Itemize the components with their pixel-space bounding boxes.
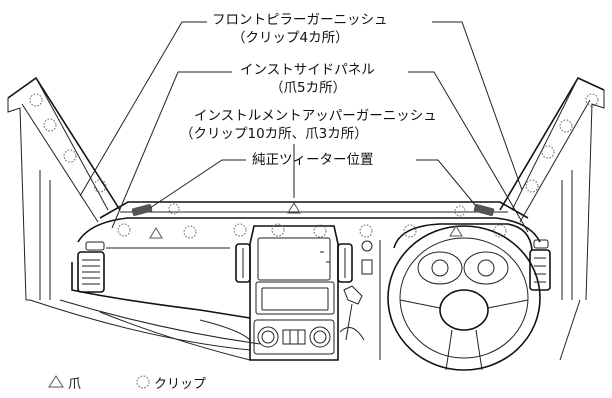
steering-wheel: [387, 223, 541, 371]
leader-lines: [79, 21, 529, 233]
claw-marker: [449, 225, 463, 237]
shift-lever: [339, 285, 365, 341]
clip-marker: [271, 223, 285, 237]
dashboard-body: [26, 240, 581, 361]
clip-marker: [313, 224, 327, 238]
clip-marker: [43, 118, 57, 132]
clip-marker: [559, 119, 573, 133]
clip-marker: [525, 179, 539, 193]
left-tweeter: [131, 203, 153, 217]
clip-marker: [454, 205, 466, 217]
clip-marker: [541, 145, 555, 159]
clip-marker: [403, 224, 417, 238]
center-right-vent: [337, 243, 353, 283]
upper-garnish-outline: [77, 201, 541, 243]
right-air-vent: [529, 239, 551, 291]
side-panel-label: インストサイドパネル: [240, 62, 375, 78]
clip-marker: [168, 203, 180, 215]
clip-marker: [63, 149, 77, 163]
side-panel-note: （爪5カ所）: [270, 80, 346, 96]
legend-clip-icon: [136, 375, 150, 389]
clip-marker: [585, 93, 599, 107]
left-a-pillar: [7, 76, 121, 301]
right-tweeter: [473, 203, 495, 217]
legend-claw-label: 爪: [68, 377, 81, 392]
legend-claw-icon: [48, 375, 64, 388]
pillar-garnish-label: フロントピラーガーニッシュ: [212, 12, 388, 28]
right-a-pillar: [499, 76, 605, 301]
center-console: [249, 225, 339, 361]
tweeter-position-label: 純正ツィーター位置: [252, 152, 374, 168]
small-switch: [361, 240, 373, 275]
clip-marker: [233, 223, 247, 237]
claw-marker: [287, 202, 301, 214]
clip-marker: [183, 225, 197, 239]
claw-marker: [149, 227, 163, 239]
claw-markers: [149, 202, 463, 239]
clip-marker: [493, 224, 507, 238]
upper-garnish-label: インストルメントアッパーガーニッシュ: [194, 108, 437, 124]
clip-marker: [359, 224, 373, 238]
clip-marker: [117, 223, 131, 237]
callout-labels: フロントピラーガーニッシュ （クリップ4カ所） インストサイドパネル （爪5カ所…: [180, 12, 437, 168]
legend: 爪 クリップ: [48, 375, 206, 392]
left-air-vent: [77, 241, 105, 293]
clip-marker: [93, 179, 107, 193]
clip-marker: [29, 93, 43, 107]
clip-markers: [29, 93, 599, 239]
climate-control-panel: [253, 319, 335, 355]
upper-garnish-note: （クリップ10カ所、爪3カ所）: [180, 126, 368, 142]
legend-clip-label: クリップ: [154, 377, 206, 392]
pillar-garnish-note: （クリップ4カ所）: [232, 30, 349, 46]
center-left-vent: [235, 243, 251, 283]
